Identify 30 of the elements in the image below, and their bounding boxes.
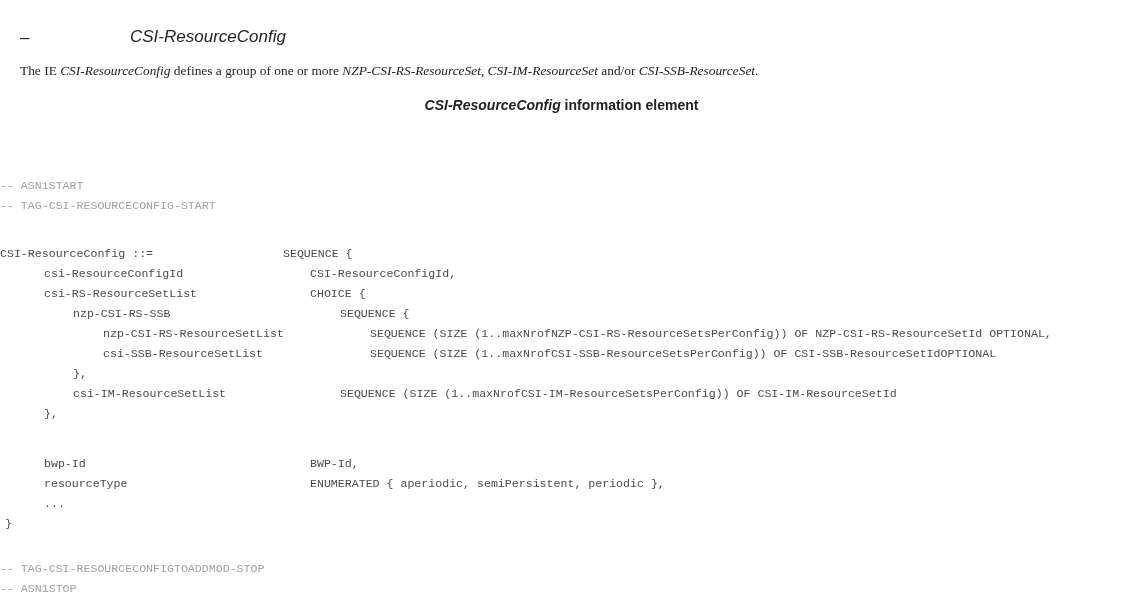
code-text: SEQUENCE (SIZE (1..maxNrofCSI-IM-ResourceSetsPerConfig)) OF CSI-IM-ResourceSetId: [340, 387, 897, 401]
code-text: nzp-CSI-RS-ResourceSetList: [103, 327, 284, 341]
code-text: bwp-Id: [44, 457, 86, 471]
code-text: },: [73, 367, 87, 381]
code-text: csi-SSB-ResourceSetList: [103, 347, 264, 361]
code-text: CSI-ResourceConfig ::=: [0, 247, 154, 261]
code-text: csi-RS-ResourceSetList: [44, 287, 198, 301]
code-text: SEQUENCE (SIZE (1..maxNrofNZP-CSI-RS-ResourceSetsPerConfig)) OF NZP-CSI-RS-ResourceSetId OPTIONAL,: [370, 327, 1052, 341]
code-text: CSI-ResourceConfigId,: [310, 267, 457, 281]
code-comment: -- TAG-CSI-RESOURCECONFIGTOADDMOD-STOP: [0, 562, 265, 576]
code-text: nzp-CSI-RS-SSB: [73, 307, 171, 321]
description-text: The IE CSI-ResourceConfig defines a group of one or more NZP-CSI-RS-ResourceSet, CSI-IM-ResourceSet and/or CSI-SSB-ResourceSet.: [20, 63, 759, 80]
code-text: resourceType: [44, 477, 128, 491]
code-text: },: [44, 407, 58, 421]
code-text: csi-IM-ResourceSetList: [73, 387, 227, 401]
code-text: ...: [44, 497, 65, 511]
code-comment: -- ASN1START: [0, 179, 84, 193]
code-text: SEQUENCE {: [340, 307, 410, 321]
section-title: CSI-ResourceConfig: [130, 27, 286, 48]
code-text: }: [5, 517, 12, 531]
code-comment: -- ASN1STOP: [0, 582, 77, 596]
code-text: SEQUENCE {: [283, 247, 353, 261]
code-text: BWP-Id,: [310, 457, 359, 471]
code-text: csi-ResourceConfigId: [44, 267, 184, 281]
list-dash: –: [20, 28, 30, 49]
code-text: SEQUENCE (SIZE (1..maxNrofCSI-SSB-ResourceSetsPerConfig)) OF CSI-SSB-ResourceSetIdOPTIONAL: [370, 347, 997, 361]
code-comment: -- TAG-CSI-RESOURCECONFIG-START: [0, 199, 216, 213]
table-heading: CSI-ResourceConfig information element: [424, 97, 699, 114]
code-text: ENUMERATED { aperiodic, semiPersistent, periodic },: [310, 477, 665, 491]
code-text: CHOICE {: [310, 287, 366, 301]
